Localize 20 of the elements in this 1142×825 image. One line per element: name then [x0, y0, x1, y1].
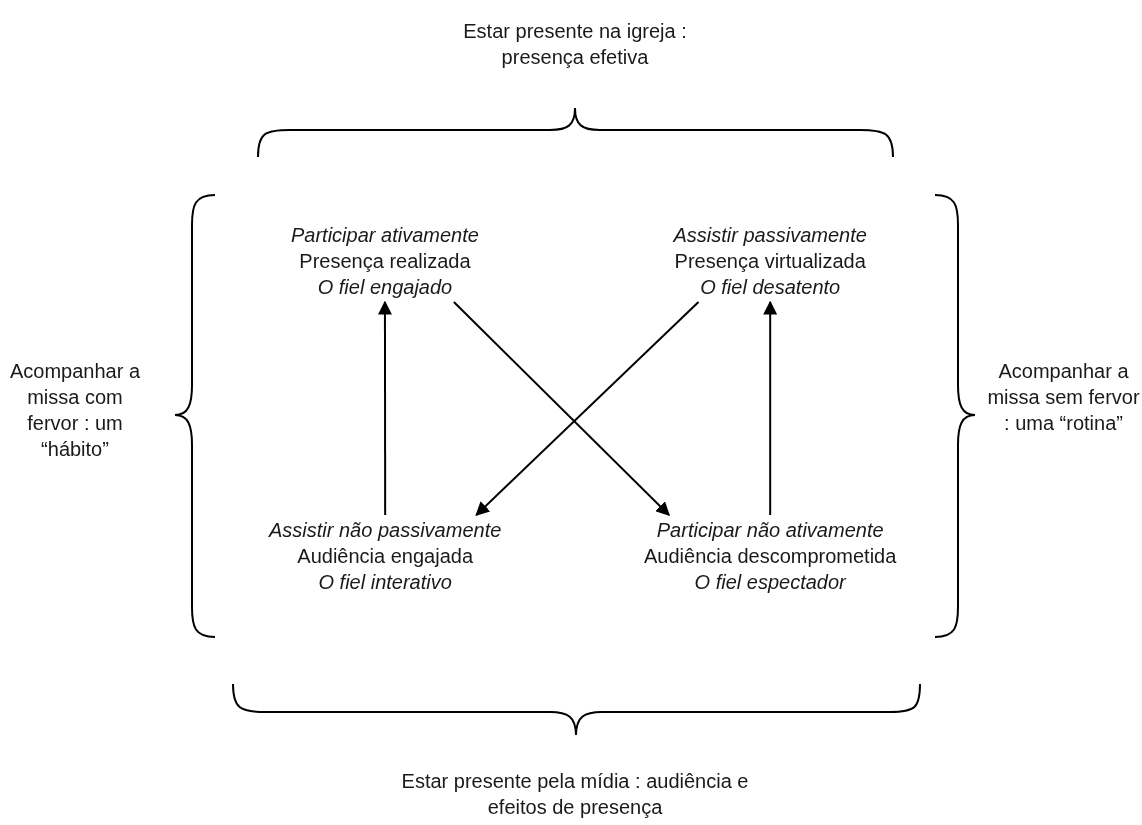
description-text: Assistir não passivamente	[269, 518, 502, 543]
description-text: Participar ativamente	[291, 223, 479, 248]
presence-label: Audiência engajada	[296, 544, 474, 569]
arrow	[377, 300, 392, 516]
presence-label: Presença realizada	[298, 249, 472, 274]
arrow	[763, 300, 778, 516]
axis-label: Acompanhar a missa sem fervor : uma “rotina”	[986, 359, 1141, 436]
description-text: O fiel espectador	[693, 570, 848, 595]
arrow	[475, 301, 700, 516]
description-text: Assistir passivamente	[673, 223, 867, 248]
arrow	[452, 301, 670, 516]
axis-label: Acompanhar a missa com fervor : um “hábito”	[8, 359, 142, 462]
presence-label: Audiência descomprometida	[644, 544, 897, 569]
presence-label: Presença virtualizada	[673, 249, 867, 274]
description-text: O fiel interativo	[317, 570, 453, 595]
axis-label: Estar presente pela mídia : audiência e efeitos de presença	[400, 769, 750, 820]
description-text: O fiel engajado	[316, 275, 454, 300]
description-text: Participar não ativamente	[655, 518, 885, 543]
axis-label: Estar presente na igreja : presença efetiva	[462, 19, 688, 70]
description-text: O fiel desatento	[699, 275, 842, 300]
